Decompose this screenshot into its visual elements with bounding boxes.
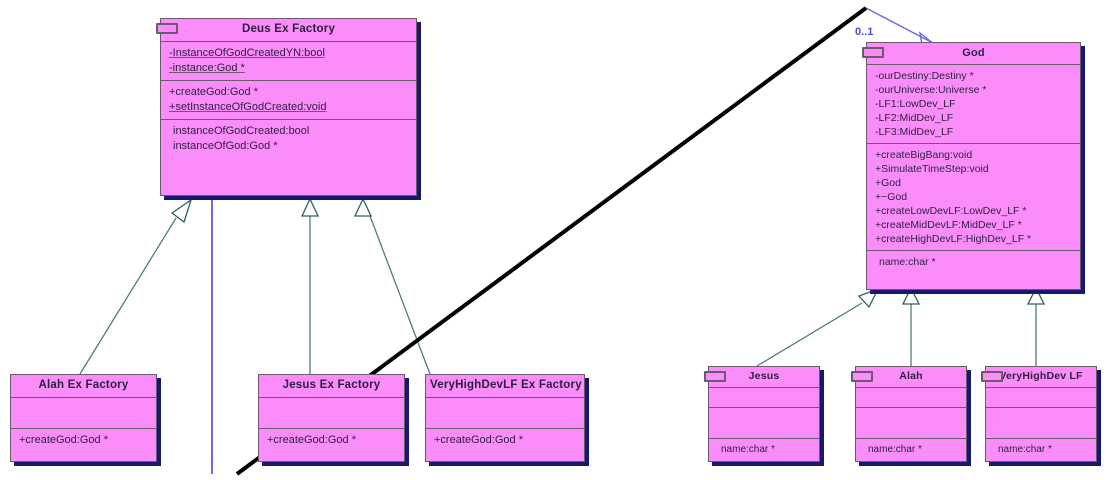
operations-section-jesus-ex-factory: +createGod:God *	[259, 428, 404, 463]
operation-row: +createLowDevLF:LowDev_LF *	[875, 205, 1027, 217]
empty-row	[986, 423, 1096, 434]
extra-row: instanceOfGod:God *	[173, 140, 278, 152]
class-tab-icon	[862, 47, 884, 58]
class-title-veryhighdev-lf: VeryHighDev LF	[999, 370, 1083, 382]
extras-section-jesus: name:char *	[709, 438, 819, 460]
generalization-veryhighdevlf-ex-factory	[353, 197, 431, 375]
class-box-jesus[interactable]: Jesus name:char *	[704, 366, 820, 462]
operations-section-alah-ex-factory: +createGod:God *	[11, 428, 156, 463]
generalization-veryhighdev-lf	[1026, 286, 1046, 366]
operations-section-deus-ex-factory: +createGod:God * +setInstanceOfGodCreate…	[161, 80, 416, 119]
empty-row	[426, 448, 584, 459]
extra-row: name:char *	[721, 444, 775, 455]
extra-row: instanceOfGodCreated:bool	[173, 125, 310, 137]
extras-section-deus-ex-factory: instanceOfGodCreated:bool instanceOfGod:…	[161, 119, 416, 158]
operation-row: +createGod:God *	[19, 434, 108, 446]
generalization-alah-ex-factory	[79, 198, 193, 375]
generalization-jesus-ex-factory	[300, 197, 320, 374]
operations-section-veryhighdevlf-ex-factory: +createGod:God *	[426, 428, 584, 463]
attributes-section-alah-ex-factory	[11, 397, 156, 428]
operation-row: +createGod:God *	[169, 86, 258, 98]
empty-row	[11, 413, 156, 424]
attribute-row: -LF3:MidDev_LF	[875, 126, 954, 138]
attributes-section-veryhighdevlf-ex-factory	[426, 397, 584, 428]
class-tab-icon	[981, 371, 1003, 382]
attribute-row: -InstanceOfGodCreatedYN:bool	[169, 47, 325, 59]
empty-row	[426, 402, 584, 413]
attributes-section-god: -ourDestiny:Destiny * -ourUniverse:Unive…	[867, 64, 1080, 143]
empty-row	[259, 448, 404, 459]
class-title-jesus-ex-factory: Jesus Ex Factory	[282, 379, 381, 391]
generalization-alah	[901, 286, 921, 366]
operation-row: +createHighDevLF:HighDev_LF *	[875, 233, 1032, 245]
attribute-row: -LF1:LowDev_LF	[875, 98, 956, 110]
class-box-alah[interactable]: Alah name:char *	[851, 366, 967, 462]
operation-row: +setInstanceOfGodCreated:void	[169, 101, 327, 113]
empty-row	[986, 392, 1096, 403]
class-box-alah-ex-factory[interactable]: Alah Ex Factory +createGod:God *	[10, 374, 157, 462]
attribute-row: -ourUniverse:Universe *	[875, 84, 987, 96]
empty-row	[11, 402, 156, 413]
operations-section-veryhighdev-lf	[986, 407, 1096, 438]
multiplicity-label-0-1: 0..1	[855, 26, 874, 38]
empty-row	[709, 392, 819, 403]
empty-row	[986, 412, 1096, 423]
attribute-row: -instance:God *	[169, 62, 245, 74]
extras-section-alah: name:char *	[856, 438, 966, 460]
class-title-god: God	[962, 47, 985, 59]
empty-row	[856, 412, 966, 423]
extras-section-veryhighdev-lf: name:char *	[986, 438, 1096, 460]
class-tab-icon	[704, 371, 726, 382]
attributes-section-deus-ex-factory: -InstanceOfGodCreatedYN:bool -instance:G…	[161, 41, 416, 80]
operations-section-god: +createBigBang:void +SimulateTimeStep:vo…	[867, 143, 1080, 250]
class-box-god[interactable]: God -ourDestiny:Destiny * -ourUniverse:U…	[862, 42, 1081, 290]
empty-row	[11, 448, 156, 459]
extra-row: name:char *	[879, 256, 936, 268]
empty-row	[856, 392, 966, 403]
operation-row: +createGod:God *	[267, 434, 356, 446]
empty-row	[709, 412, 819, 423]
class-box-veryhighdev-lf[interactable]: VeryHighDev LF name:char *	[981, 366, 1097, 462]
extra-row: name:char *	[868, 444, 922, 455]
class-title-alah: Alah	[899, 370, 923, 382]
attribute-row: -ourDestiny:Destiny *	[875, 70, 974, 82]
class-title-deus-ex-factory: Deus Ex Factory	[241, 23, 336, 35]
operation-row: +createGod:God *	[434, 434, 523, 446]
attributes-section-alah	[856, 387, 966, 407]
attributes-section-jesus	[709, 387, 819, 407]
class-tab-icon	[851, 371, 873, 382]
generalization-jesus	[756, 287, 880, 367]
operation-row: +SimulateTimeStep:void	[875, 163, 989, 175]
class-tab-icon	[156, 23, 178, 34]
operation-row: +God	[875, 177, 901, 189]
extras-section-god: name:char *	[867, 250, 1080, 273]
operation-row: +createBigBang:void	[875, 149, 973, 161]
attributes-section-jesus-ex-factory	[259, 397, 404, 428]
attributes-section-veryhighdev-lf	[986, 387, 1096, 407]
class-title-veryhighdevlf-ex-factory: VeryHighDevLF Ex Factory	[430, 379, 582, 391]
operations-section-alah	[856, 407, 966, 438]
extra-row: name:char *	[998, 444, 1052, 455]
empty-row	[709, 423, 819, 434]
operation-row: +~God	[875, 191, 908, 203]
operations-section-jesus	[709, 407, 819, 438]
class-title-alah-ex-factory: Alah Ex Factory	[38, 379, 129, 391]
class-box-jesus-ex-factory[interactable]: Jesus Ex Factory +createGod:God *	[258, 374, 405, 462]
empty-row	[259, 413, 404, 424]
class-box-deus-ex-factory[interactable]: Deus Ex Factory -InstanceOfGodCreatedYN:…	[156, 18, 417, 196]
operation-row: +createMidDevLF:MidDev_LF *	[875, 219, 1022, 231]
empty-row	[856, 423, 966, 434]
empty-row	[426, 413, 584, 424]
attribute-row: -LF2:MidDev_LF	[875, 112, 954, 124]
class-box-veryhighdevlf-ex-factory[interactable]: VeryHighDevLF Ex Factory +createGod:God …	[425, 374, 585, 462]
empty-row	[259, 402, 404, 413]
